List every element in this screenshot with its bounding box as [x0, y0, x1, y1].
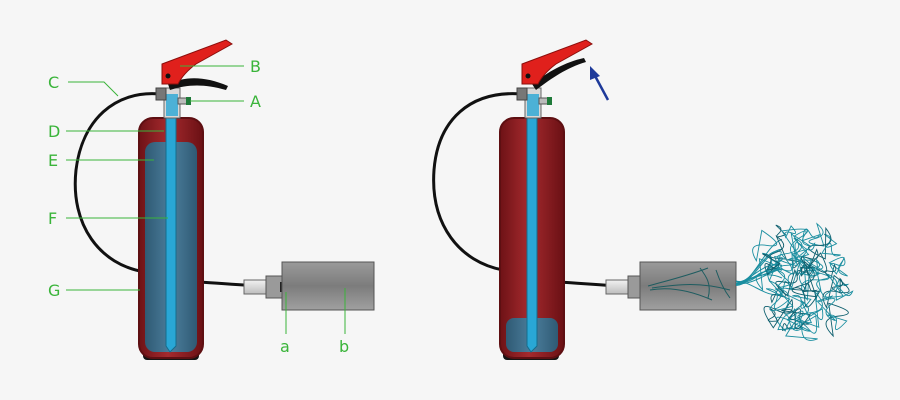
- spray-streak: [735, 268, 783, 285]
- spray-loop: [817, 298, 836, 322]
- spray-loop: [784, 225, 797, 239]
- nozzle-right-body: [639, 261, 737, 311]
- spray-loop: [776, 269, 793, 288]
- spray-loop: [785, 318, 818, 341]
- spray-loop: [824, 273, 844, 298]
- spray-loop: [762, 253, 781, 271]
- nozzle-right-cap: [605, 279, 631, 295]
- spray-loop: [808, 226, 832, 260]
- siphon-tube-left: [165, 111, 177, 353]
- label-b-lower: b: [339, 337, 349, 356]
- leader-lines: [66, 65, 346, 334]
- nozzle-left-body: [281, 261, 375, 311]
- spray-loop: [824, 263, 837, 279]
- spray-loop: [766, 288, 791, 309]
- spray-loop: [777, 314, 805, 331]
- spray-loop: [829, 256, 846, 275]
- spray-loop: [791, 260, 817, 298]
- siphon-tube-right: [526, 111, 538, 353]
- spray-loop: [822, 274, 850, 309]
- spray-loop: [781, 308, 811, 330]
- spray-loop: [797, 290, 823, 328]
- spray-loop: [791, 249, 810, 270]
- label-a-lower: a: [280, 337, 290, 356]
- extinguisher-right: [432, 39, 737, 360]
- spray-loop: [815, 290, 834, 303]
- spray-loop: [775, 268, 798, 297]
- label-a: A: [250, 92, 261, 111]
- lever-lower-right: [532, 58, 586, 90]
- spray-loop: [802, 283, 819, 293]
- spray-loop: [787, 308, 810, 325]
- spray-loop: [769, 235, 787, 260]
- label-c: C: [48, 73, 59, 92]
- arrow-up-left-icon: [590, 66, 610, 101]
- nozzle-left-cap: [243, 279, 269, 295]
- spray-foam: [735, 222, 854, 341]
- spray-loop: [800, 252, 828, 277]
- handle-left: [161, 39, 233, 85]
- spray-loop: [821, 243, 841, 257]
- lever-lower-left: [168, 78, 228, 90]
- safety-pin-left: [186, 97, 191, 105]
- spray-loop: [774, 288, 806, 315]
- spray-loop: [808, 222, 825, 247]
- spray-loop: [835, 287, 854, 301]
- spray-loop: [809, 258, 820, 275]
- spray-loop: [752, 229, 778, 263]
- spray-loop: [800, 248, 819, 270]
- spray-loop: [781, 323, 794, 331]
- spray-loop: [755, 258, 779, 292]
- label-f: F: [48, 209, 57, 228]
- spray-loop: [794, 242, 816, 259]
- labels: B A C D E F G a b: [48, 57, 349, 356]
- spray-loop: [802, 228, 821, 242]
- spray-loop: [825, 302, 849, 338]
- spray-loop: [827, 314, 848, 330]
- spray-loop: [816, 272, 830, 293]
- label-g: G: [48, 281, 60, 300]
- spray-loop: [780, 251, 797, 275]
- spray-loop: [775, 224, 787, 238]
- spray-loop: [828, 256, 848, 277]
- spray-loop: [794, 299, 813, 324]
- extinguisher-left: [73, 39, 375, 360]
- label-d: D: [48, 122, 60, 141]
- spray-loop: [774, 256, 784, 271]
- handle-right: [521, 39, 593, 85]
- spray-streak: [735, 248, 783, 286]
- label-b: B: [250, 57, 261, 76]
- label-e: E: [48, 151, 58, 170]
- spray-loop: [792, 294, 812, 309]
